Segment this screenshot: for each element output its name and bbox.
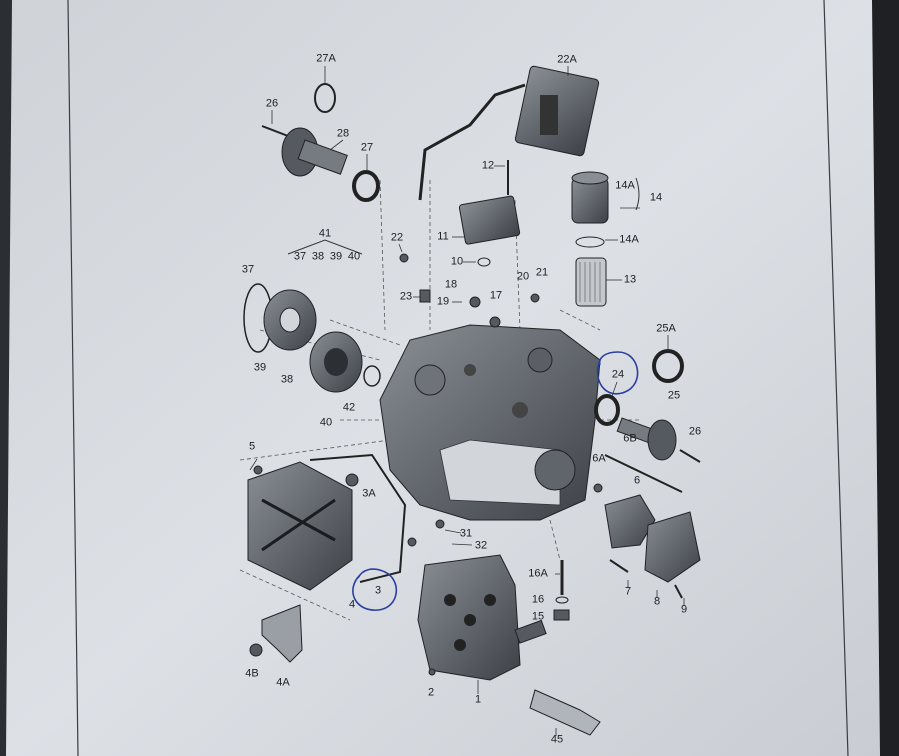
- label-42: 42: [342, 401, 356, 414]
- label-39-group: 39: [329, 250, 343, 263]
- label-23: 23: [399, 290, 413, 303]
- label-2: 2: [427, 686, 435, 699]
- label-9: 9: [680, 603, 688, 616]
- label-4: 4: [348, 598, 356, 611]
- label-19: 19: [436, 295, 450, 308]
- page-border-left: [67, 0, 79, 756]
- leader-lines: [249, 66, 685, 736]
- label-41: 41: [318, 227, 332, 240]
- label-26-right: 26: [688, 425, 702, 438]
- label-38: 38: [280, 373, 294, 386]
- label-40: 40: [319, 416, 333, 429]
- label-14A-lower: 14A: [619, 233, 639, 246]
- drain-plug: [553, 560, 570, 621]
- oil-pan: [247, 453, 407, 591]
- bracket: [249, 604, 303, 663]
- label-25: 25: [667, 389, 681, 402]
- label-8: 8: [653, 595, 661, 608]
- label-16: 16: [531, 593, 545, 606]
- page-border-right: [823, 0, 849, 756]
- label-37-group: 37: [293, 250, 307, 263]
- breather-assembly: [418, 65, 600, 201]
- transmission-housing: [379, 324, 601, 521]
- oil-cooler: [458, 160, 521, 267]
- label-27A: 27A: [316, 52, 336, 65]
- label-22A: 22A: [557, 53, 577, 66]
- label-31: 31: [459, 527, 473, 540]
- label-27: 27: [360, 141, 374, 154]
- label-5: 5: [248, 440, 256, 453]
- label-20: 20: [516, 270, 530, 283]
- label-11: 11: [437, 230, 449, 243]
- left-output-flange: [261, 83, 380, 202]
- label-14: 14: [649, 191, 663, 204]
- small-fasteners: [253, 253, 603, 676]
- label-45: 45: [550, 733, 564, 746]
- label-6A: 6A: [592, 452, 606, 465]
- label-37: 37: [241, 263, 255, 276]
- bracket-14: [635, 177, 640, 211]
- label-4A: 4A: [276, 676, 290, 689]
- label-16A: 16A: [528, 567, 548, 580]
- sealant-tube: [529, 689, 601, 736]
- label-21: 21: [535, 266, 549, 279]
- label-40-group: 40: [347, 250, 361, 263]
- label-6: 6: [633, 474, 641, 487]
- label-26-top: 26: [265, 97, 279, 110]
- clutch-assembly: [243, 283, 381, 393]
- label-6B: 6B: [623, 432, 637, 445]
- label-25A: 25A: [656, 322, 676, 335]
- label-7: 7: [624, 585, 632, 598]
- bracket-41: [287, 239, 363, 255]
- right-output-flange: [594, 349, 701, 493]
- label-32: 32: [474, 539, 488, 552]
- label-12: 12: [481, 159, 495, 172]
- label-3A: 3A: [362, 487, 376, 500]
- label-18: 18: [444, 278, 458, 291]
- filter-housing: [571, 171, 609, 307]
- label-28: 28: [336, 127, 350, 140]
- label-39: 39: [253, 361, 267, 374]
- label-1: 1: [474, 693, 482, 706]
- label-24: 24: [611, 368, 625, 381]
- label-13: 13: [623, 273, 637, 286]
- label-38-group: 38: [311, 250, 325, 263]
- valve-body: [417, 554, 547, 681]
- label-15: 15: [531, 610, 545, 623]
- label-4B: 4B: [245, 667, 259, 680]
- pen-annotations: [352, 351, 639, 611]
- label-17: 17: [489, 289, 503, 302]
- label-14A: 14A: [615, 179, 635, 192]
- label-22: 22: [390, 231, 404, 244]
- side-covers: [604, 494, 701, 599]
- label-3: 3: [374, 584, 382, 597]
- label-10: 10: [450, 255, 464, 268]
